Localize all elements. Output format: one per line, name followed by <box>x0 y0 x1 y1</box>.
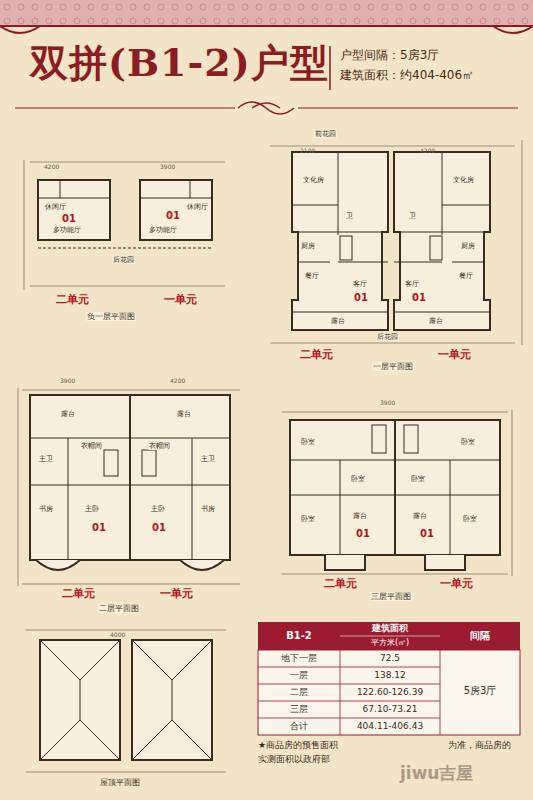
plan-label: 二单元 <box>56 294 89 307</box>
plan-label: 3900 <box>160 164 175 171</box>
plan-label: 三层平面图 <box>370 592 412 601</box>
plan-label: 书房 <box>38 505 54 513</box>
plan-label: 主卧 <box>150 505 166 513</box>
plan-label: 露台 <box>352 512 368 520</box>
plan-label: 一层 <box>258 670 340 680</box>
plan-label: 后花园 <box>112 256 135 264</box>
plan-label: 4200 <box>420 148 435 155</box>
plan-label: 多功能厅 <box>52 226 82 234</box>
plan-label: 书房 <box>200 505 216 513</box>
plan-label: 2100 <box>300 148 315 155</box>
plan-label: 餐厅 <box>304 272 320 280</box>
plan-label: 二层 <box>258 687 340 697</box>
plan-label: 卫 <box>408 212 417 220</box>
plan-label: 4200 <box>44 164 59 171</box>
plan-label: 卧室 <box>300 515 316 523</box>
plan-label: 主卫 <box>200 455 216 463</box>
plan-label: 01 <box>152 522 166 534</box>
plan-label: 露台 <box>330 317 346 325</box>
plan-label: 3900 <box>380 400 395 407</box>
plan-label: 主卧 <box>84 505 100 513</box>
plan-label: 4200 <box>170 378 185 385</box>
plan-label: 露台 <box>412 512 428 520</box>
plan-label: jiwu吉屋 <box>400 764 473 784</box>
plan-label: 404.11-406.43 <box>340 721 440 731</box>
plan-label: 建筑面积 <box>340 623 440 633</box>
plan-label: 厨房 <box>300 242 316 250</box>
plan-label: 01 <box>166 210 180 222</box>
plan-label: 4000 <box>110 632 125 639</box>
plan-label: 负一层平面图 <box>86 312 136 321</box>
plan-label: 间隔 <box>440 630 520 642</box>
plan-label: 卧室 <box>460 438 476 446</box>
plan-label: 二单元 <box>324 578 357 591</box>
plan-label: 卧室 <box>300 438 316 446</box>
plan-label: 客厅 <box>352 280 368 288</box>
plan-label: 露台 <box>60 410 76 418</box>
plan-label: 01 <box>354 292 368 304</box>
plan-label: 138.12 <box>340 670 440 680</box>
plan-label: 二层平面图 <box>98 604 140 613</box>
plan-label: 后花园 <box>376 333 399 341</box>
plan-label: 一单元 <box>164 294 197 307</box>
plan-label: 客厅 <box>404 280 420 288</box>
plan-label: 01 <box>62 213 76 225</box>
plan-label: 平方米(㎡) <box>340 638 440 647</box>
plan-label: 衣帽间 <box>80 442 103 450</box>
plan-label: 厨房 <box>460 242 476 250</box>
plan-label: ★商品房的预售面积 <box>258 740 338 750</box>
plan-label: 01 <box>92 522 106 534</box>
plan-label: 一单元 <box>438 349 471 362</box>
plan-label: 合计 <box>258 721 340 731</box>
plan-label: 露台 <box>176 410 192 418</box>
plan-label: 卫 <box>345 212 354 220</box>
plan-label: 卧室 <box>410 475 426 483</box>
plan-label: 建筑面积：约404-406㎡ <box>340 69 474 83</box>
plan-label: 地下一层 <box>258 653 340 663</box>
plan-label: 三层 <box>258 704 340 714</box>
plan-label: 一层平面图 <box>372 362 414 371</box>
plan-label: 3900 <box>60 378 75 385</box>
plan-label: 01 <box>420 528 434 540</box>
plan-label: 一单元 <box>440 578 473 591</box>
plan-label: 二单元 <box>62 588 95 601</box>
plan-label: 72.5 <box>340 653 440 663</box>
plan-label: 一单元 <box>160 588 193 601</box>
plan-label: 多功能厅 <box>148 226 178 234</box>
plan-label: 卧室 <box>462 515 478 523</box>
plan-label: 67.10-73.21 <box>340 704 440 714</box>
plan-label: 户型间隔：5房3厅 <box>340 49 439 63</box>
plan-label: 主卫 <box>38 455 54 463</box>
plan-label: B1-2 <box>258 630 340 642</box>
plan-label: 前花园 <box>314 130 337 138</box>
page-title: 双拼(B1-2)户型 <box>30 38 329 89</box>
plan-label: 01 <box>412 292 426 304</box>
plan-label: 122.60-126.39 <box>340 687 440 697</box>
plan-label: 文化房 <box>452 176 475 184</box>
plan-label: 屋顶平面图 <box>100 778 140 787</box>
plan-label: 5房3厅 <box>440 685 520 697</box>
plan-label: 为准，商品房的 <box>448 740 511 750</box>
plan-label: 卧室 <box>350 475 366 483</box>
plan-label: 文化房 <box>302 176 325 184</box>
plan-label: 衣帽间 <box>148 442 171 450</box>
plan-label: 餐厅 <box>458 272 474 280</box>
plan-label: 休闲厅 <box>44 203 67 211</box>
plan-label: 二单元 <box>300 349 333 362</box>
plan-label: 休闲厅 <box>186 203 209 211</box>
plan-label: 实测面积以政府部 <box>258 754 330 764</box>
plan-label: 露台 <box>428 317 444 325</box>
plan-label: 01 <box>356 528 370 540</box>
